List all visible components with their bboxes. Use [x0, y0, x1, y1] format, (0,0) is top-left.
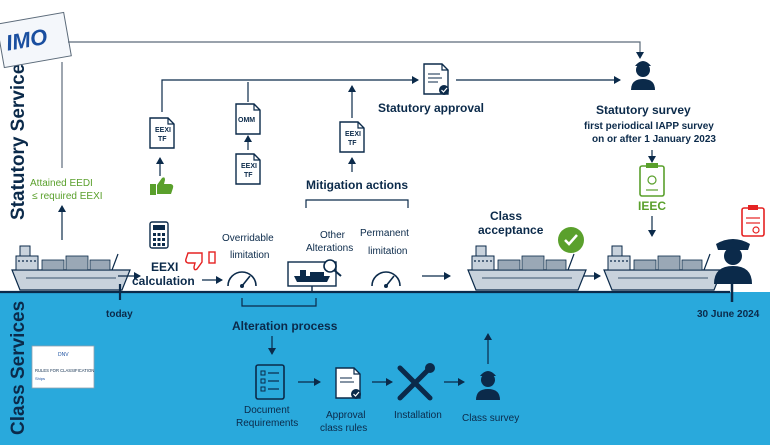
- overridable-gauge-icon: [227, 271, 257, 288]
- ship-current-icon: [11, 245, 131, 291]
- approval-class-rules-label-1: Approval: [326, 410, 365, 421]
- class-acceptance-label-2: acceptance: [478, 223, 544, 237]
- port-officer-icon: [714, 239, 752, 284]
- imo-logo: IMO: [0, 11, 72, 69]
- mitigation-bracket: [305, 199, 409, 208]
- eexi-tf-doc-line-2: TF: [158, 136, 167, 143]
- checklist-icon: [255, 364, 285, 400]
- overridable-label-2: limitation: [230, 250, 269, 261]
- thumbs-up-icon: [150, 177, 174, 195]
- statutory-approval-document-icon: [423, 63, 449, 95]
- survey-note-line-1: first periodical IAPP survey: [584, 121, 714, 132]
- deadline-label: 30 June 2024: [697, 309, 760, 320]
- alteration-process-label: Alteration process: [232, 319, 338, 333]
- mitigation-actions-label: Mitigation actions: [306, 178, 408, 192]
- tf-to-approval-arrow: [161, 76, 419, 112]
- rules-book-subtitle: Ships: [35, 376, 45, 381]
- alteration-bracket: [241, 298, 317, 307]
- eexi-calc-label-1: EEXI: [151, 260, 178, 274]
- statutory-survey-label: Statutory survey: [596, 103, 691, 117]
- ieec-label: IEEC: [638, 199, 666, 213]
- thumbs-down-icon: [185, 251, 216, 271]
- approval-document-icon: [335, 367, 361, 399]
- approval-class-rules-label-2: class rules: [320, 423, 367, 434]
- dnv-logo-text: DNV: [58, 352, 69, 358]
- document-requirements-label-2: Requirements: [236, 418, 298, 429]
- class-services-title: Class Services: [8, 301, 29, 435]
- rules-book-title: RULES FOR CLASSIFICATION: [35, 368, 94, 373]
- attained-eedi-label: Attained EEDI: [30, 178, 93, 189]
- eexi-tf-doc-line-1: EEXI: [155, 127, 171, 134]
- statutory-services-title: Statutory Services: [8, 53, 29, 220]
- eexi-calc-label-2: calculation: [132, 274, 195, 288]
- overridable-label-1: Overridable: [222, 233, 274, 244]
- eexi-tf-mitigation-line-2: TF: [348, 140, 357, 147]
- tools-icon: [397, 363, 435, 401]
- permanent-limitation-label-1: Permanent: [360, 228, 409, 239]
- sea-background: [0, 292, 770, 445]
- permanent-limitation-label-2: limitation: [368, 246, 407, 257]
- eexi-tf-mitigation-line-1: EEXI: [345, 131, 361, 138]
- class-acceptance-label-1: Class: [490, 209, 522, 223]
- dnv-rules-book-icon: DNV RULES FOR CLASSIFICATION Ships: [31, 345, 95, 389]
- omm-doc-label: OMM: [238, 117, 255, 124]
- ieec-certificate-icon: [639, 163, 665, 197]
- today-label: today: [106, 309, 133, 320]
- statutory-approval-label: Statutory approval: [378, 101, 484, 115]
- class-survey-label: Class survey: [462, 413, 519, 424]
- eexi-tf-overridable-line-1: EEXI: [241, 163, 257, 170]
- magnifier-icon: [323, 259, 342, 277]
- other-alterations-label-2: Alterations: [306, 243, 353, 254]
- survey-note-line-2: on or after 1 January 2023: [592, 134, 716, 145]
- surveyor-icon: [631, 61, 655, 90]
- approved-check-icon: [558, 227, 584, 253]
- imo-to-survey-arrow: [68, 41, 644, 59]
- calculator-icon: [149, 221, 169, 249]
- permanent-gauge-icon: [371, 271, 401, 288]
- ship-certified-icon: [603, 245, 723, 291]
- required-eexi-label: ≤ required EEXI: [32, 191, 103, 202]
- document-requirements-label-1: Document: [244, 405, 290, 416]
- red-certificate-icon: [741, 205, 765, 237]
- installation-label: Installation: [394, 410, 442, 421]
- eexi-tf-overridable-line-2: TF: [244, 172, 253, 179]
- other-alterations-label-1: Other: [320, 230, 346, 241]
